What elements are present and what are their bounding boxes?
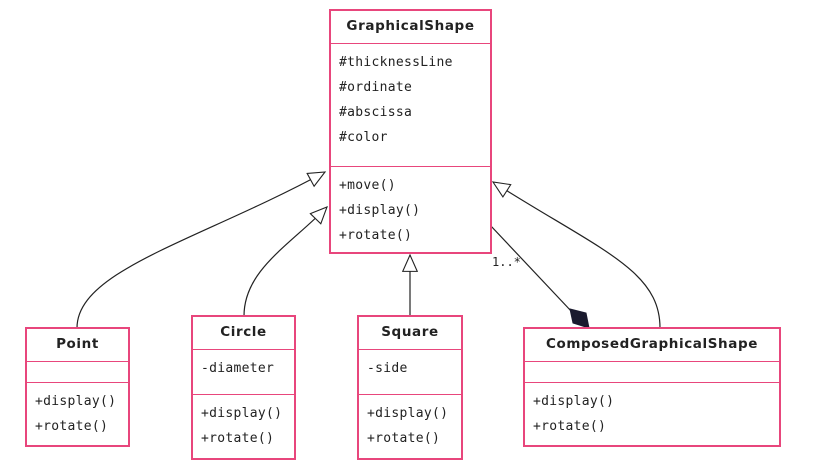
method: +move()	[339, 178, 396, 193]
method: +rotate()	[201, 431, 275, 446]
attributes-section	[525, 362, 779, 383]
class-square[interactable]: Square -side +display() +rotate()	[357, 315, 463, 460]
class-composed-graphical-shape[interactable]: ComposedGraphicalShape +display() +rotat…	[523, 327, 781, 447]
method: +rotate()	[35, 419, 109, 434]
method: +rotate()	[367, 431, 441, 446]
method: +display()	[35, 394, 117, 409]
inheritance-point	[76, 171, 327, 329]
class-name: Circle	[193, 317, 294, 350]
class-name: ComposedGraphicalShape	[525, 329, 779, 362]
class-name: Point	[27, 329, 128, 362]
method: +display()	[533, 394, 615, 409]
method: +rotate()	[339, 228, 413, 243]
method: +display()	[201, 406, 283, 421]
class-point[interactable]: Point +display() +rotate()	[25, 327, 130, 447]
attributes-section: -diameter	[193, 350, 294, 395]
class-name: GraphicalShape	[331, 11, 490, 44]
attribute: -side	[367, 361, 408, 376]
attributes-section	[27, 362, 128, 383]
methods-section: +display() +rotate()	[359, 395, 461, 455]
methods-section: +display() +rotate()	[525, 383, 779, 443]
class-graphical-shape[interactable]: GraphicalShape #thicknessLine #ordinate …	[329, 9, 492, 254]
attribute: #ordinate	[339, 80, 413, 95]
attribute: #color	[339, 130, 388, 145]
methods-section: +display() +rotate()	[193, 395, 294, 455]
attributes-section: #thicknessLine #ordinate #abscissa #colo…	[331, 44, 490, 167]
attribute: #abscissa	[339, 105, 413, 120]
methods-section: +move() +display() +rotate()	[331, 167, 490, 252]
method: +display()	[367, 406, 449, 421]
method: +display()	[339, 203, 421, 218]
composition-multiplicity: 1..*	[492, 255, 521, 269]
attribute: #thicknessLine	[339, 55, 453, 70]
composition-diamond	[569, 308, 590, 329]
class-circle[interactable]: Circle -diameter +display() +rotate()	[191, 315, 296, 460]
inheritance-circle	[243, 206, 328, 317]
attributes-section: -side	[359, 350, 461, 395]
class-name: Square	[359, 317, 461, 350]
inheritance-composed	[491, 181, 661, 329]
attribute: -diameter	[201, 361, 275, 376]
method: +rotate()	[533, 419, 607, 434]
composition-line	[489, 224, 573, 313]
methods-section: +display() +rotate()	[27, 383, 128, 443]
